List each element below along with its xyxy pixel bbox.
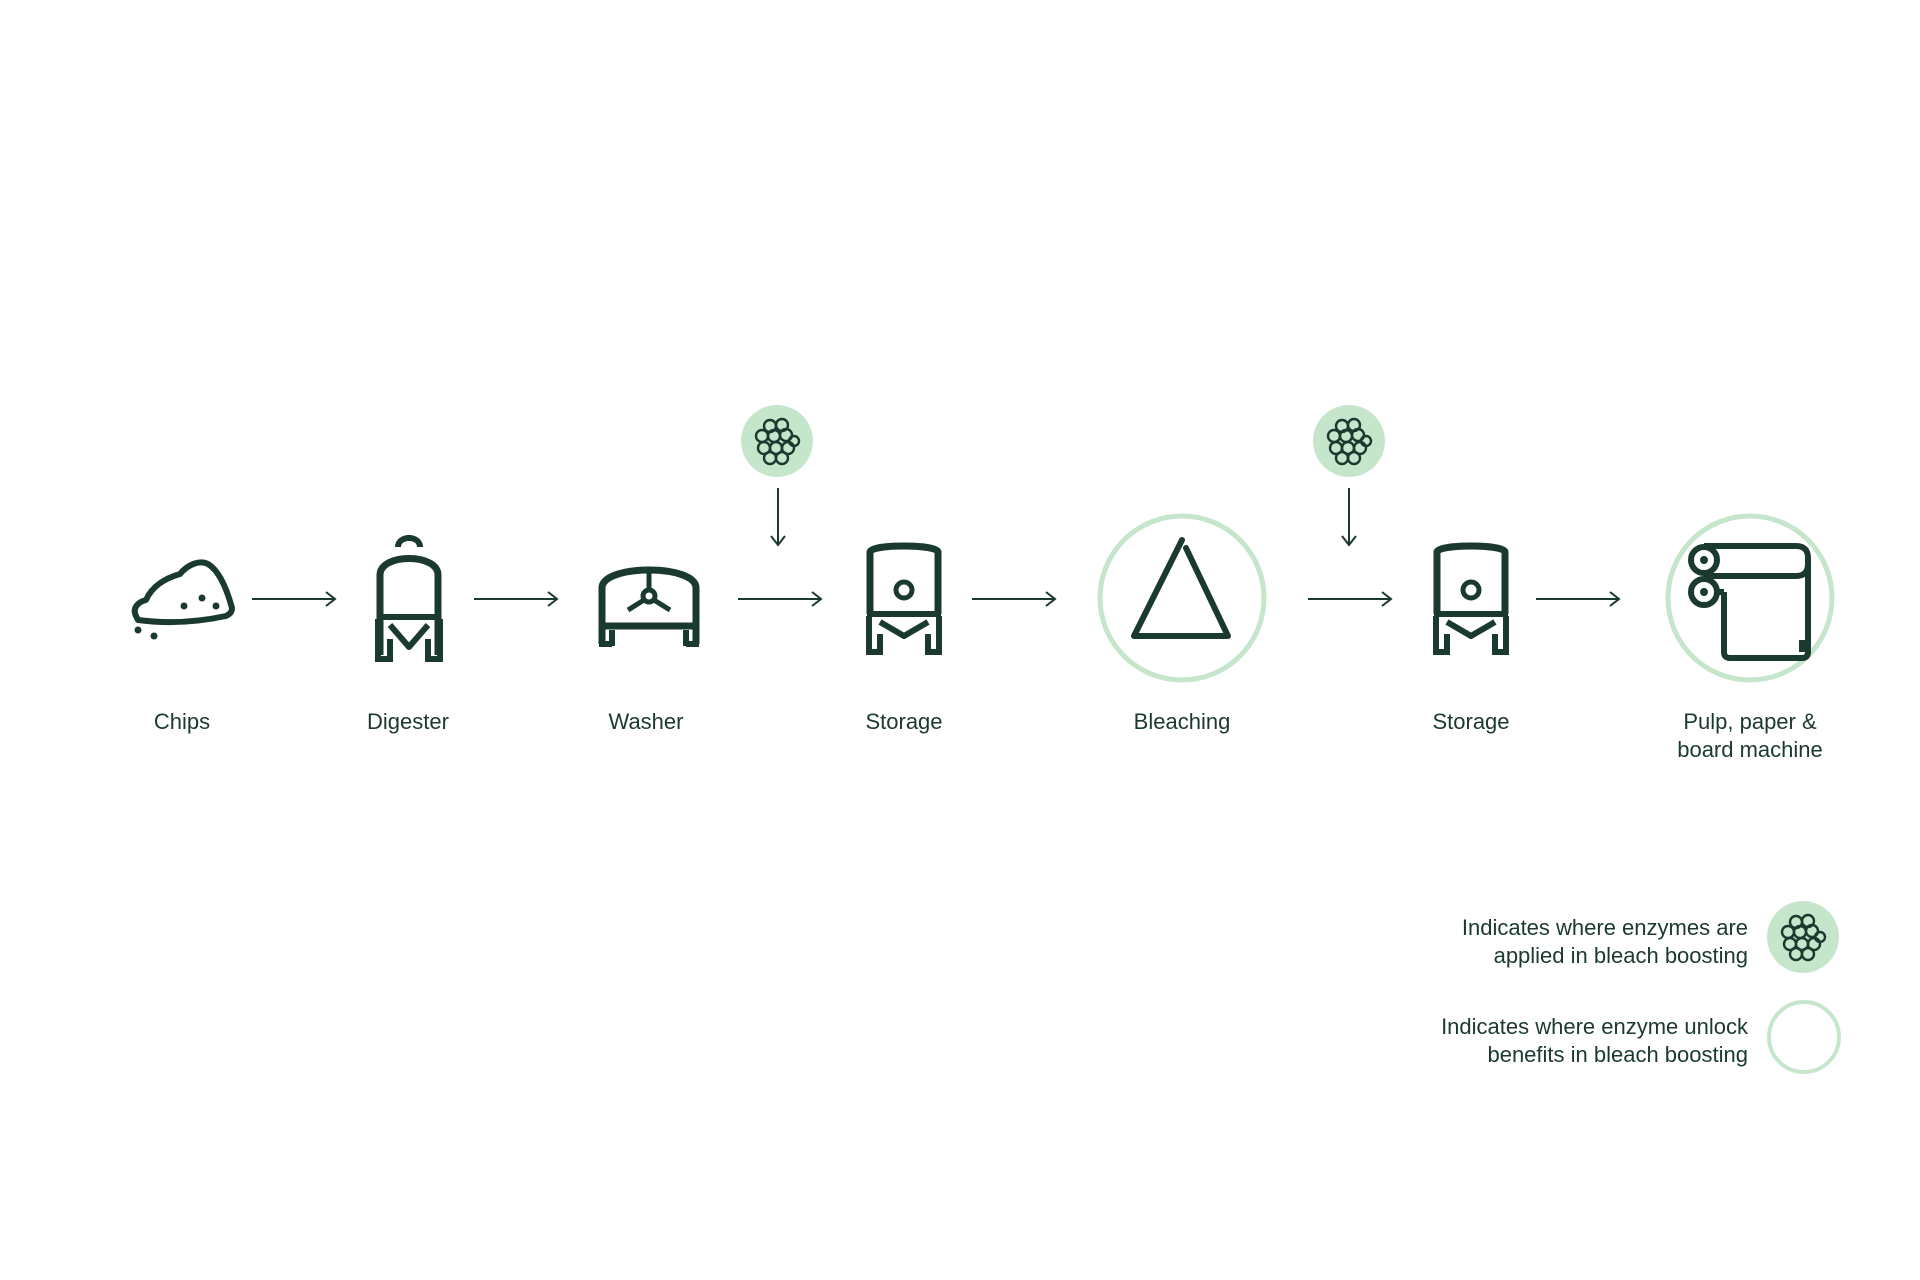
storage-tank-icon	[1431, 538, 1511, 658]
paper-roll-machine-icon	[1664, 512, 1836, 684]
digester-icon	[374, 535, 444, 665]
flow-arrow-3	[738, 589, 824, 614]
chips-icon	[128, 550, 238, 640]
step-label-storage-1: Storage	[865, 709, 943, 734]
enzyme-input-arrow-1	[768, 488, 788, 553]
flow-arrow-4	[972, 589, 1058, 614]
enzyme-application-badge	[1312, 404, 1386, 478]
flow-arrow-5	[1308, 589, 1394, 614]
flow-arrow-6	[1536, 589, 1622, 614]
legend-text-enzymes-benefits: Indicates where enzyme unlock benefits i…	[1441, 1014, 1748, 1067]
step-label-chips: Chips	[153, 709, 211, 734]
legend-text-enzymes-applied: Indicates where enzymes are applied in b…	[1461, 915, 1748, 968]
enzyme-cluster-icon	[1326, 417, 1373, 466]
legend: Indicates where enzymes are applied in b…	[1300, 900, 1860, 1080]
bleaching-triangle-icon	[1096, 512, 1268, 684]
storage-tank-icon	[864, 538, 944, 658]
flow-arrow-2	[474, 589, 560, 614]
enzyme-cluster-icon	[754, 417, 801, 466]
legend-enzyme-badge-icon	[1766, 900, 1840, 974]
washer-icon	[596, 552, 706, 652]
step-label-storage-2: Storage	[1432, 709, 1510, 734]
step-label-digester: Digester	[367, 709, 449, 734]
enzyme-input-arrow-2	[1339, 488, 1359, 553]
flow-arrow-1	[252, 589, 338, 614]
step-label-bleaching: Bleaching	[1133, 709, 1231, 734]
step-label-washer: Washer	[608, 709, 684, 734]
step-label-pulp-paper-board-machine: Pulp, paper & board machine	[1677, 709, 1823, 762]
enzyme-application-badge	[740, 404, 814, 478]
legend-benefit-ring-icon	[1766, 999, 1842, 1075]
